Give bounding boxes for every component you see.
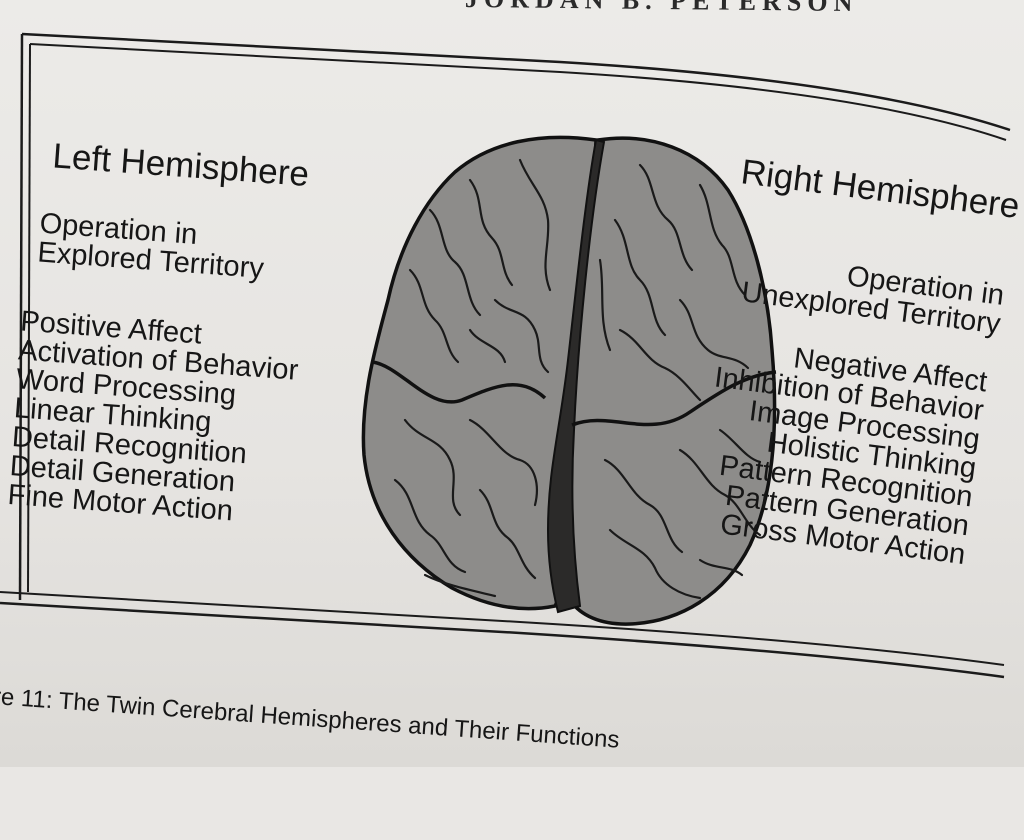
right-hemisphere-panel: Right Hemisphere Operation in Unexplored… xyxy=(695,152,1022,571)
left-central-sulcus xyxy=(371,360,547,404)
book-page: JORDAN B. PETERSON xyxy=(0,0,1024,767)
right-hemisphere-title: Right Hemisphere xyxy=(738,152,1022,227)
longitudinal-fissure xyxy=(546,138,606,614)
right-central-sulcus xyxy=(571,370,777,427)
right-territory-list: Operation in Unexplored Territory xyxy=(740,249,1006,340)
gyri-lines xyxy=(393,158,762,600)
figure-frame xyxy=(0,32,1011,679)
right-hemisphere-shape xyxy=(563,136,777,626)
brain-illustration xyxy=(361,135,777,626)
right-functions-list: Negative Affect Inhibition of Behavior I… xyxy=(695,335,989,571)
